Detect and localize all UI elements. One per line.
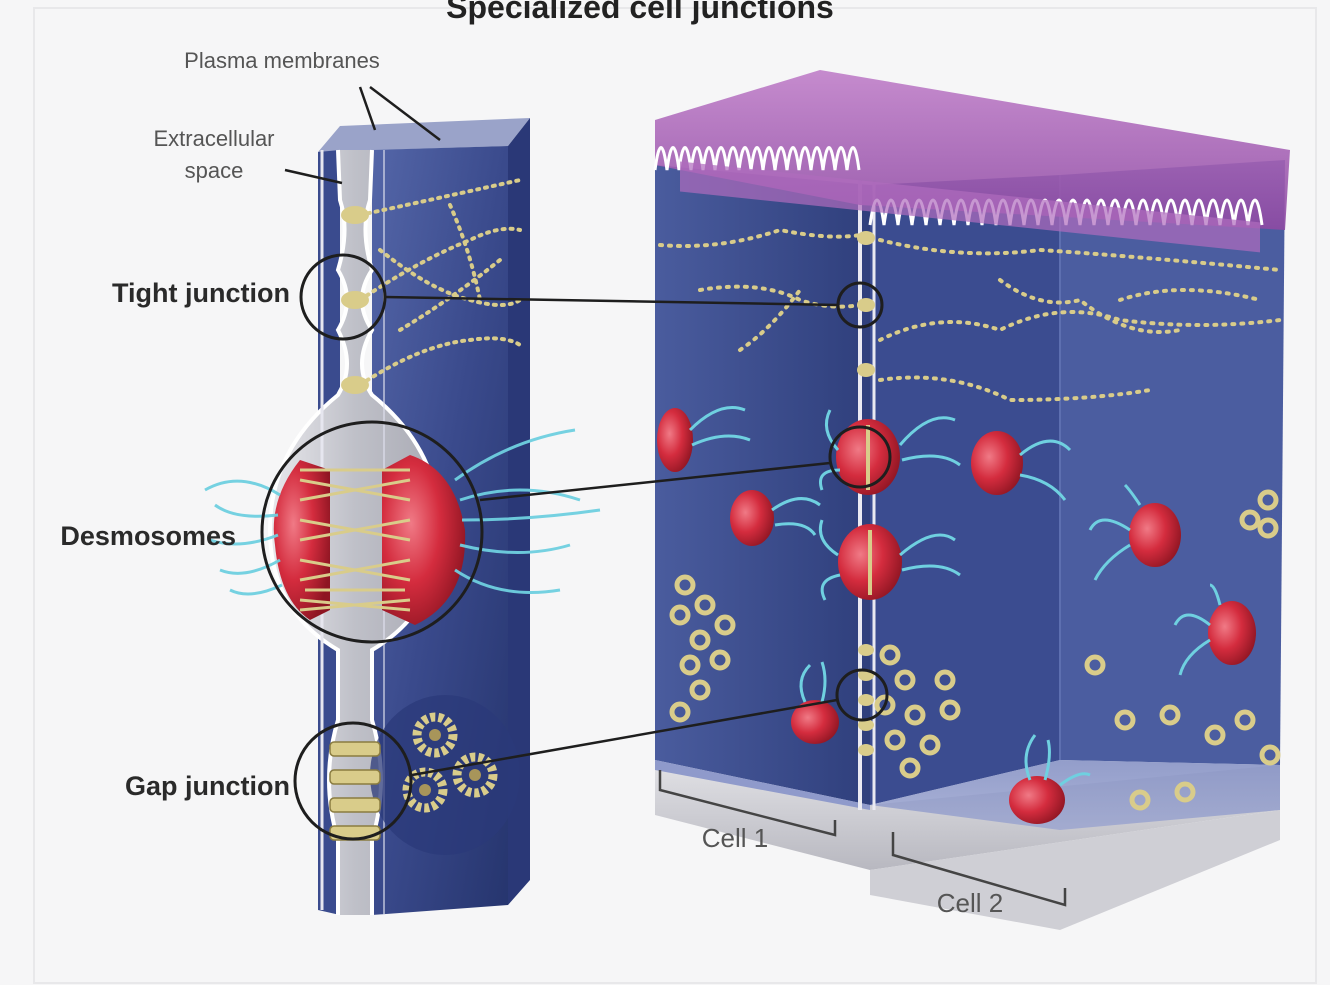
label-extracellular-line2: space <box>185 158 244 183</box>
label-tight-junction: Tight junction <box>112 278 290 308</box>
label-cell2: Cell 2 <box>937 888 1003 918</box>
right-section-cells <box>655 70 1290 930</box>
diagram-title: Specialized cell junctions <box>446 0 834 25</box>
label-plasma-membranes: Plasma membranes <box>184 48 380 73</box>
label-gap-junction: Gap junction <box>125 771 290 801</box>
label-cell1: Cell 1 <box>702 823 768 853</box>
label-desmosomes: Desmosomes <box>60 521 236 551</box>
label-extracellular-line1: Extracellular <box>153 126 274 151</box>
